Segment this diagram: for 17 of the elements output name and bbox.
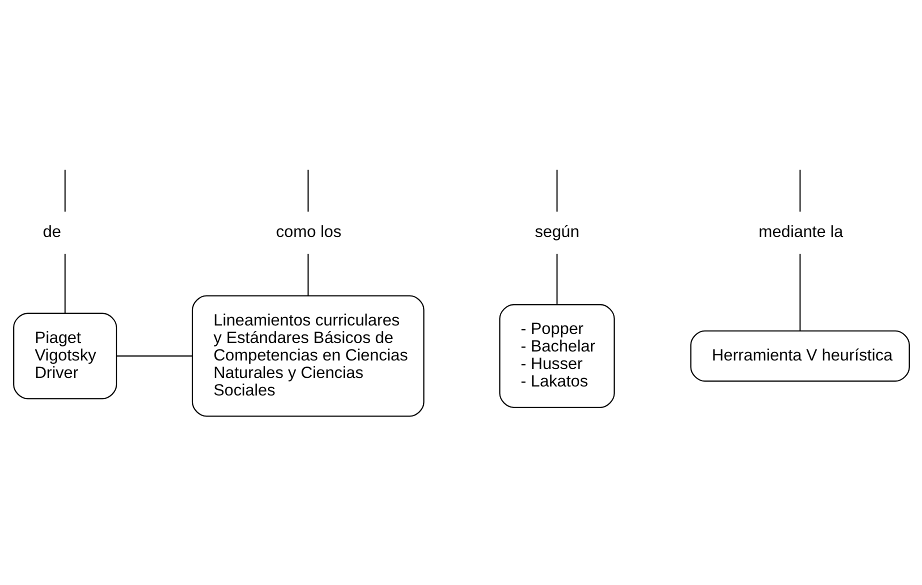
- connector: [64, 254, 66, 314]
- connector: [556, 254, 558, 305]
- node-box: Lineamientos curriculares y Estándares Básicos de Competencias en Ciencias Naturales y Ciencias Sociales: [191, 295, 424, 417]
- node-text: mediante la: [758, 223, 843, 242]
- node-box: - Popper - Bachelar - Husser - Lakatos: [498, 304, 614, 408]
- connector: [798, 254, 800, 331]
- connector: [116, 355, 192, 357]
- connector: [307, 170, 308, 212]
- node-text: según: [534, 223, 579, 242]
- node-text: de: [42, 223, 61, 242]
- connector: [64, 170, 66, 212]
- connector: [798, 170, 800, 212]
- node-box: Herramienta V heurística: [690, 330, 910, 382]
- node-text: como los: [276, 223, 341, 242]
- connector: [307, 254, 308, 296]
- connector: [556, 170, 558, 212]
- node-box: Piaget Vigotsky Driver: [12, 312, 117, 400]
